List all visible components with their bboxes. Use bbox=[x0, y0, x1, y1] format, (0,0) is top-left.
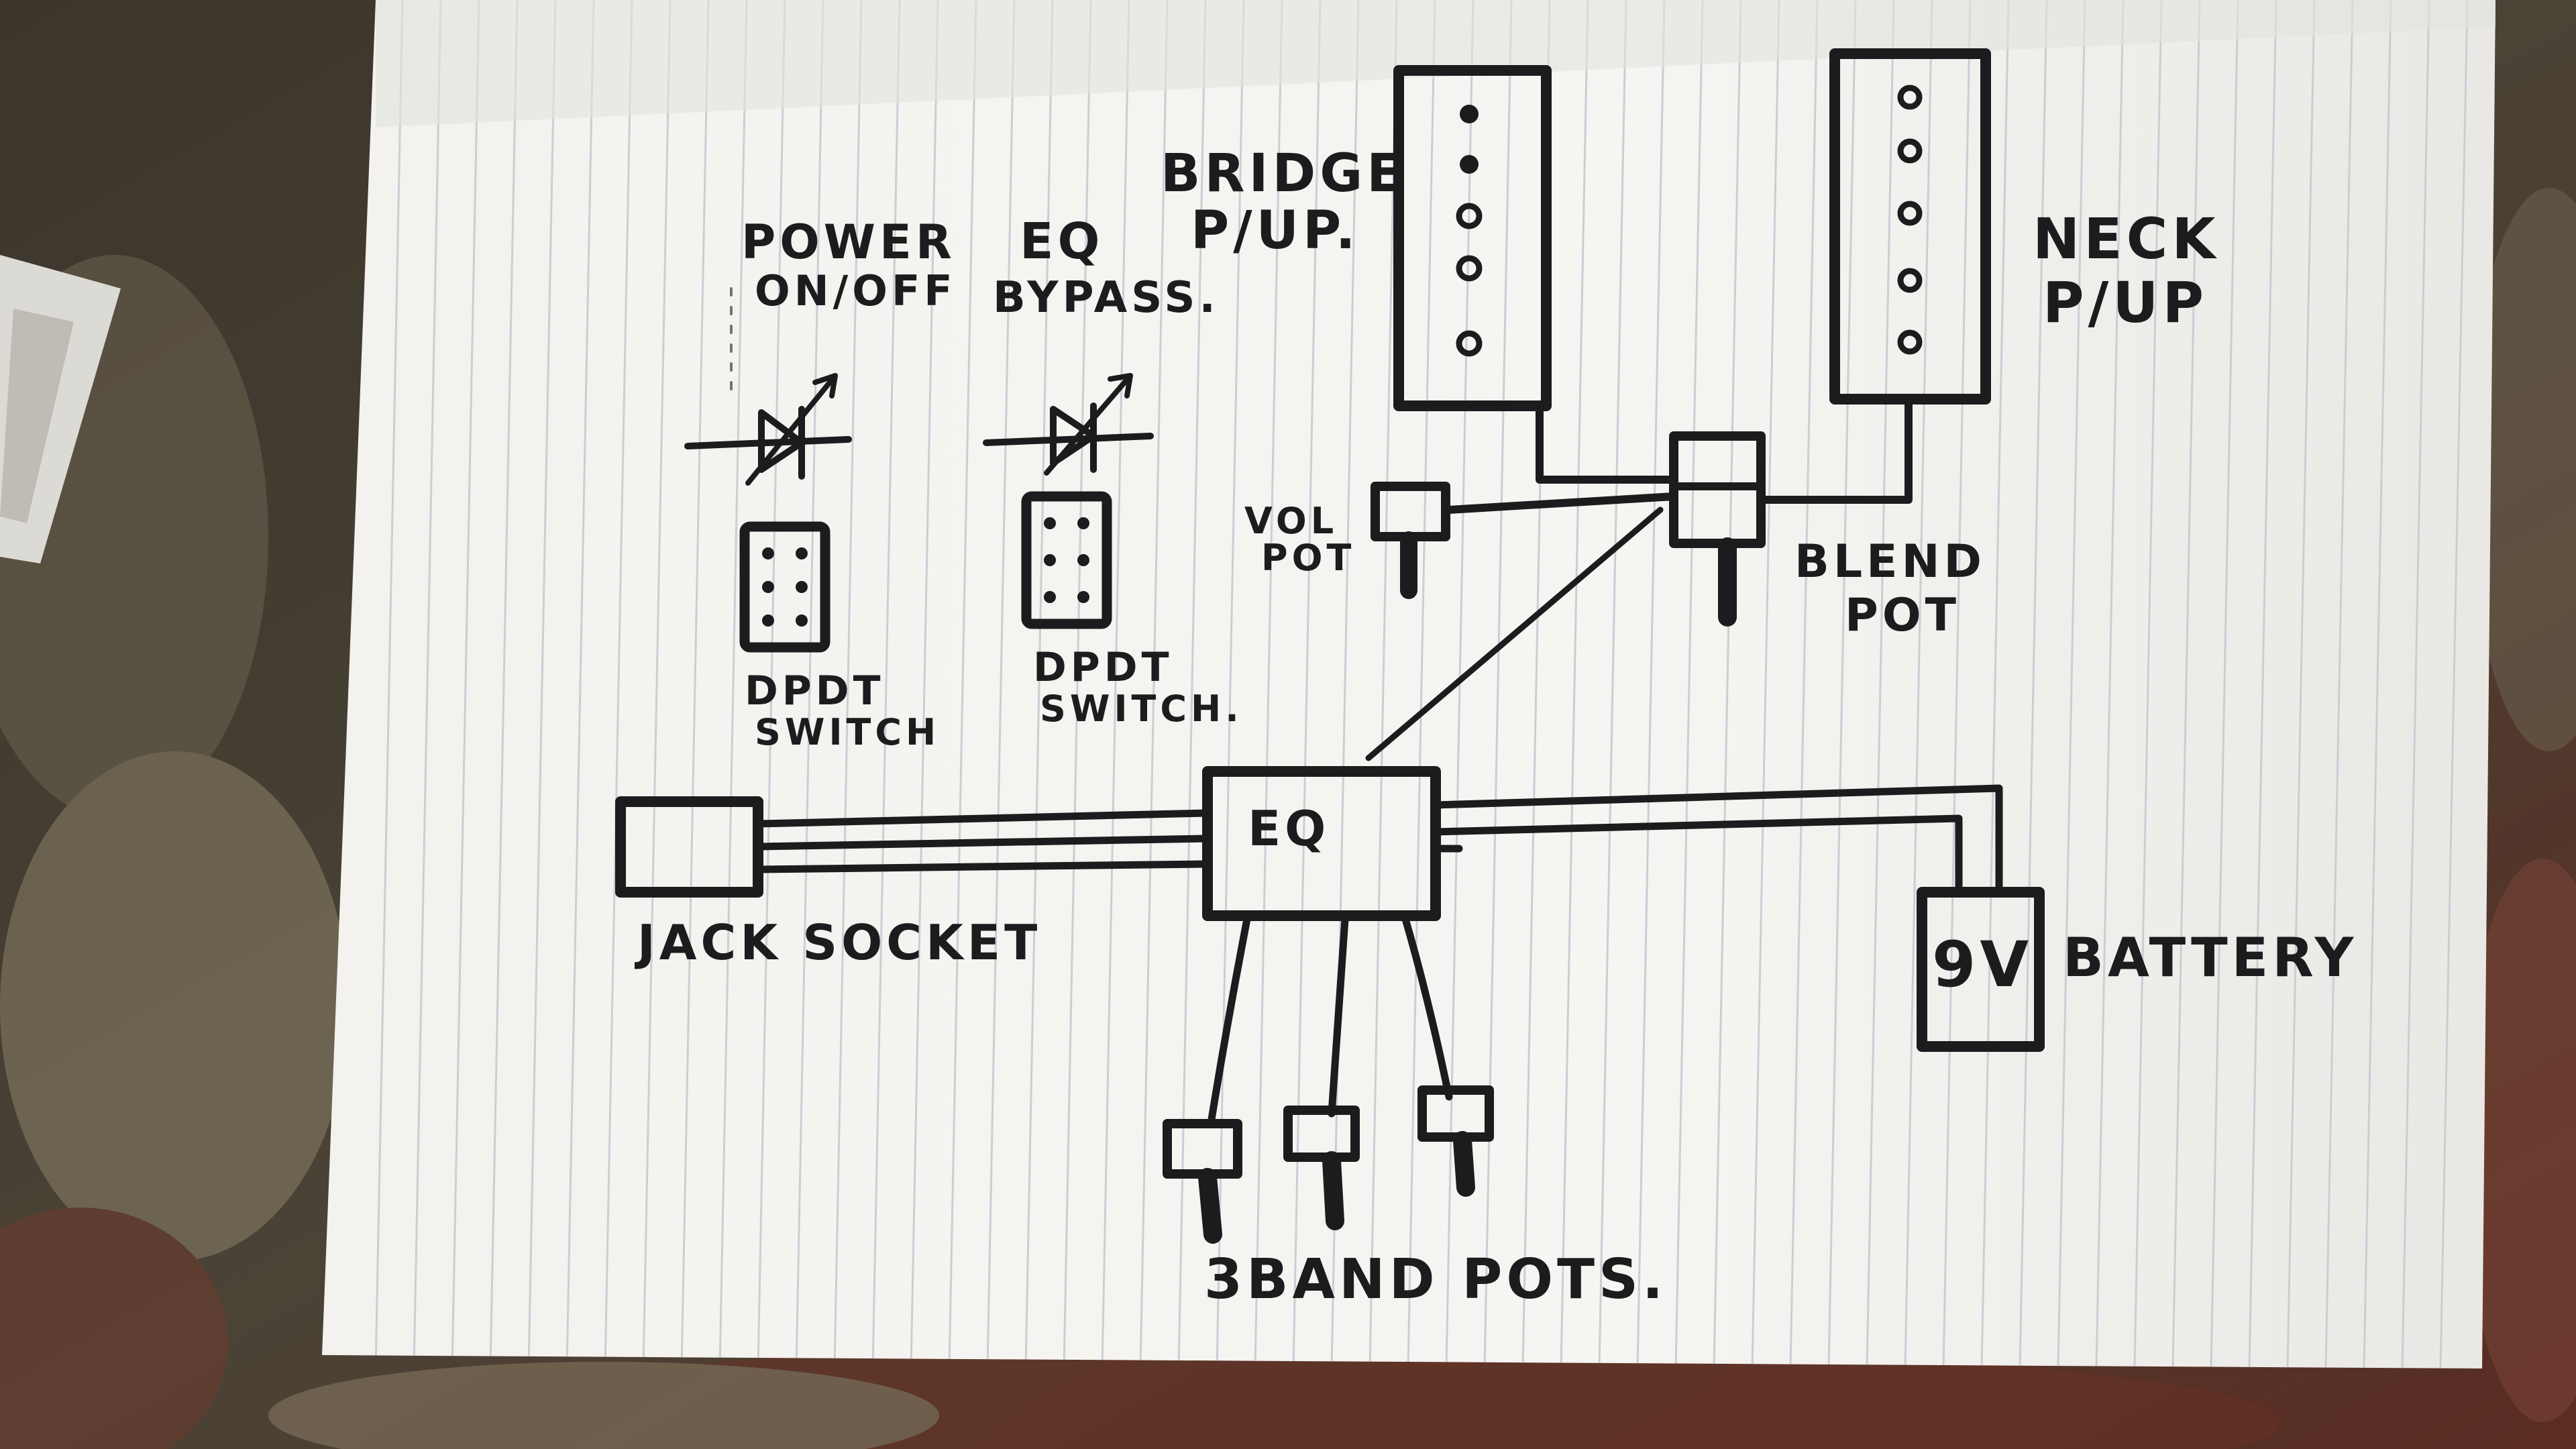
rule-line bbox=[1024, 0, 1054, 1368]
rule-line bbox=[527, 0, 557, 1368]
rule-line bbox=[1101, 0, 1130, 1368]
rule-line bbox=[1216, 0, 1245, 1368]
rule-line bbox=[1139, 0, 1169, 1368]
rule-line bbox=[986, 0, 1016, 1368]
barcode-card bbox=[0, 255, 121, 564]
label-power-1: POWER bbox=[741, 215, 956, 270]
rule-line bbox=[604, 0, 633, 1368]
rule-line bbox=[1063, 0, 1092, 1368]
label-bridge-2: P/UP. bbox=[1191, 201, 1359, 261]
label-eq-bypass-2: BYPASS. bbox=[993, 273, 1220, 323]
dpdt-switch-1 bbox=[739, 521, 830, 653]
paper-fold bbox=[376, 0, 2496, 127]
rule-line bbox=[2324, 0, 2354, 1368]
rule-line bbox=[1980, 0, 2010, 1368]
rule-line bbox=[1560, 0, 1589, 1368]
paper-sheet bbox=[322, 0, 2496, 1368]
rule-line bbox=[680, 0, 710, 1368]
eq-bypass-switch-symbol bbox=[983, 373, 1154, 476]
rule-line bbox=[910, 0, 939, 1368]
label-neck-2: P/UP bbox=[2043, 270, 2208, 335]
rule-line bbox=[2057, 0, 2086, 1368]
label-dpdt2-2: SWITCH. bbox=[1040, 688, 1243, 730]
rule-line bbox=[1177, 0, 1207, 1368]
rule-line bbox=[718, 0, 748, 1368]
rule-line bbox=[1827, 0, 1857, 1368]
label-three-band-pots: 3BAND POTS. bbox=[1204, 1248, 1667, 1311]
pickup-wires bbox=[1365, 395, 1913, 761]
label-jack-socket: JACK SOCKET bbox=[634, 914, 1041, 971]
rule-line bbox=[757, 0, 786, 1368]
rule-line bbox=[2133, 0, 2163, 1368]
rule-line bbox=[2095, 0, 2125, 1368]
rule-line bbox=[1292, 0, 1322, 1368]
rule-line bbox=[1866, 0, 1895, 1368]
rule-line bbox=[1254, 0, 1283, 1368]
rule-line bbox=[2210, 0, 2239, 1368]
ink-drawing: BRIDGE P/UP. NECK P/UP POWER ON/OFF EQ B… bbox=[615, 48, 2357, 1311]
label-dpdt2-1: DPDT bbox=[1033, 644, 1173, 691]
rule-line bbox=[451, 0, 480, 1368]
rule-line bbox=[489, 0, 519, 1368]
fabric-pattern bbox=[0, 188, 2576, 1449]
rule-line bbox=[2439, 0, 2469, 1368]
rule-line bbox=[795, 0, 824, 1368]
rule-line bbox=[871, 0, 901, 1368]
rule-line bbox=[1368, 0, 1398, 1368]
label-battery-value: 9V bbox=[1932, 928, 2033, 1002]
rule-line bbox=[2171, 0, 2201, 1368]
eq-module bbox=[1202, 766, 1441, 921]
rule-line bbox=[948, 0, 977, 1368]
rule-line bbox=[2363, 0, 2392, 1368]
label-eq: EQ bbox=[1248, 800, 1330, 857]
label-bridge-1: BRIDGE bbox=[1161, 144, 1407, 204]
rule-line bbox=[1713, 0, 1742, 1368]
label-vol-2: POT bbox=[1261, 537, 1355, 579]
rule-line bbox=[1942, 0, 1972, 1368]
bridge-pickup bbox=[1393, 65, 1552, 411]
label-dpdt1-2: SWITCH bbox=[755, 711, 940, 753]
blend-pot bbox=[1669, 431, 1766, 627]
rule-line bbox=[1407, 0, 1436, 1368]
jack-socket bbox=[615, 796, 1212, 898]
rule-line bbox=[1636, 0, 1666, 1368]
rule-line bbox=[374, 0, 404, 1368]
label-battery: BATTERY bbox=[2063, 926, 2357, 989]
label-dpdt1-1: DPDT bbox=[745, 667, 885, 714]
rule-line bbox=[2286, 0, 2316, 1368]
battery bbox=[1432, 784, 2045, 1052]
rule-line bbox=[1904, 0, 1933, 1368]
rule-line bbox=[1598, 0, 1627, 1368]
label-power-2: ON/OFF bbox=[755, 266, 957, 315]
rule-line bbox=[1674, 0, 1704, 1368]
rule-line bbox=[2401, 0, 2430, 1368]
rule-line bbox=[2019, 0, 2048, 1368]
label-blend-2: POT bbox=[1845, 589, 1960, 642]
rule-line bbox=[1789, 0, 1819, 1368]
ruled-lines bbox=[374, 0, 2469, 1368]
label-vol-1: VOL bbox=[1244, 500, 1338, 542]
power-switch-symbol bbox=[684, 287, 852, 486]
rule-line bbox=[833, 0, 863, 1368]
rule-line bbox=[642, 0, 672, 1368]
three-band-pots bbox=[1163, 912, 1494, 1244]
rule-line bbox=[2248, 0, 2277, 1368]
rule-line bbox=[566, 0, 595, 1368]
label-blend-1: BLEND bbox=[1794, 535, 1986, 588]
label-eq-bypass-1: EQ bbox=[1020, 213, 1104, 270]
label-neck-1: NECK bbox=[2033, 206, 2219, 272]
rule-line bbox=[1330, 0, 1360, 1368]
rule-line bbox=[413, 0, 442, 1368]
dpdt-switch-2 bbox=[1021, 491, 1112, 629]
rule-line bbox=[1751, 0, 1780, 1368]
